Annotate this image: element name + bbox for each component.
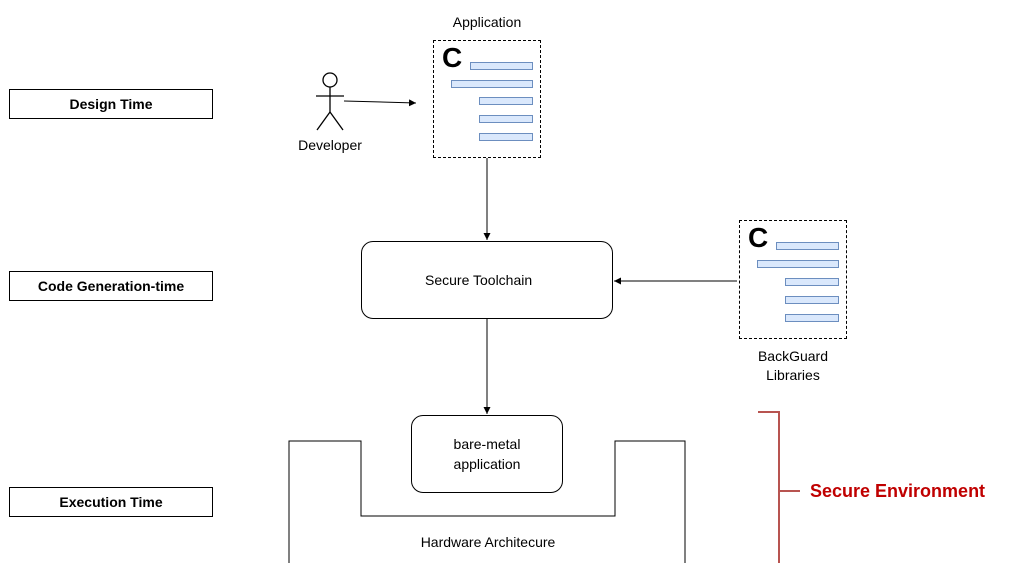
arrow-developer-to-application: [343, 99, 417, 107]
phase-design-time: Design Time: [9, 89, 213, 119]
libraries-label-line1: BackGuard: [757, 348, 829, 364]
code-line: [776, 242, 839, 250]
secure-toolchain-box: Secure Toolchain: [361, 241, 613, 319]
libraries-label-line2: Libraries: [766, 367, 820, 383]
hardware-outline: [288, 440, 686, 563]
developer-label: Developer: [298, 137, 362, 153]
libraries-code-box: C: [739, 220, 847, 339]
bare-metal-line1: bare-metal: [453, 436, 521, 452]
c-language-icon: C: [748, 222, 769, 253]
code-line: [785, 278, 839, 286]
bare-metal-application-box: bare-metal application: [411, 415, 563, 493]
libraries-label: BackGuard Libraries: [739, 347, 847, 385]
phase-execution-time: Execution Time: [9, 487, 213, 517]
code-line: [785, 314, 839, 322]
application-code-box: C: [433, 40, 541, 158]
bare-metal-line2: application: [453, 456, 521, 472]
secure-environment-label: Secure Environment: [810, 481, 986, 501]
code-line: [785, 296, 839, 304]
secure-environment-bracket: [758, 411, 800, 563]
secure-toolchain-label: Secure Toolchain: [425, 272, 533, 288]
phase-code-generation-time: Code Generation-time: [9, 271, 213, 301]
application-title: Application: [452, 14, 522, 30]
code-line: [479, 133, 533, 141]
c-language-icon: C: [442, 42, 463, 73]
code-line: [479, 115, 533, 123]
developer-actor-icon: [316, 72, 344, 131]
code-line: [479, 97, 533, 105]
code-line: [757, 260, 839, 268]
hardware-architecture-label: Hardware Architecure: [420, 534, 556, 550]
code-line: [451, 80, 533, 88]
code-line: [470, 62, 533, 70]
